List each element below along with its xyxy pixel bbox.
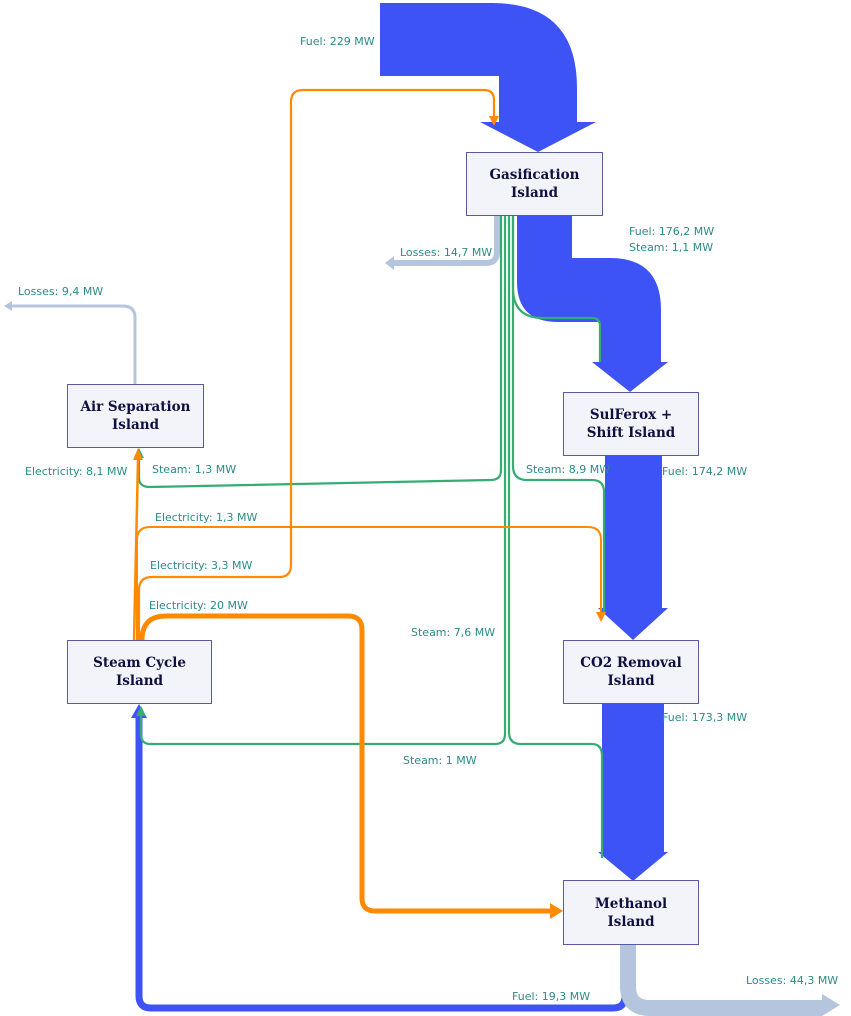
fuel-gasification-to-sulferox [517,216,668,392]
node-label: Air Separation Island [80,399,191,433]
loss-flows [4,216,840,1016]
fuel-methanol-to-steam-cycle [135,718,629,1012]
steam-to-steam-cycle [139,216,507,746]
label-asu-electricity: Electricity: 8,1 MW [25,465,128,478]
label-co2-fuel-out: Fuel: 173,3 MW [662,711,748,724]
label-gasification-losses: Losses: 14,7 MW [400,246,493,259]
steam-to-sulferox [511,216,602,362]
elec-gasification-arrowhead [489,116,499,126]
label-gasification-steam-out: Steam: 1,1 MW [629,241,714,254]
node-label: Gasification Island [489,167,580,201]
loss-air-separation-arrowhead [4,301,12,311]
fuel-co2-to-methanol [598,704,668,881]
node-air-separation-island: Air Separation Island [67,384,204,448]
label-fuel-return: Fuel: 19,3 MW [512,990,591,1003]
fuel-inflow-arrow [380,3,596,152]
steam-to-air-separation [137,216,503,489]
node-label: Steam Cycle Island [93,655,186,689]
node-steam-cycle-island: Steam Cycle Island [67,640,212,704]
label-elec-methanol: Electricity: 20 MW [149,599,248,612]
electricity-arrowheads [133,116,606,919]
label-asu-losses: Losses: 9,4 MW [18,285,104,298]
node-co2-removal-island: CO2 Removal Island [563,640,699,704]
steam-steam-cycle-arrowhead [136,706,146,716]
loss-gasification [394,216,500,266]
steam-to-methanol [507,216,604,858]
label-elec-gasification: Electricity: 3,3 MW [150,559,253,572]
label-sulferox-steam: Steam: 8,9 MW [526,463,611,476]
node-label: CO2 Removal Island [580,655,682,689]
label-sulferox-fuel-out: Fuel: 174,2 MW [662,465,748,478]
node-label: Methanol Island [594,895,668,930]
node-gasification-island: Gasification Island [466,152,603,216]
electricity-to-methanol [139,613,550,914]
electricity-to-gasification [137,88,496,640]
loss-air-separation [12,304,137,384]
loss-methanol-band [620,945,822,1016]
label-asu-steam: Steam: 1,3 MW [152,463,237,476]
steam-to-co2 [511,216,606,614]
elec-co2-arrowhead [596,612,606,622]
label-steam-methanol: Steam: 7,6 MW [411,626,496,639]
node-methanol-island: Methanol Island [563,880,699,945]
label-fuel-in: Fuel: 229 MW [300,35,375,48]
fuel-sulferox-to-co2 [598,456,668,640]
elec-methanol-arrowhead [550,903,563,919]
label-gasification-fuel-out: Fuel: 176,2 MW [629,225,715,238]
electricity-flows [132,88,602,914]
steam-flows [137,216,606,858]
label-elec-co2: Electricity: 1,3 MW [155,511,258,524]
label-steam-return: Steam: 1 MW [403,754,477,767]
label-methanol-losses: Losses: 44,3 MW [746,974,839,987]
node-label: SulFerox + Shift Island [586,407,676,441]
electricity-to-co2 [136,526,602,640]
elec-asu-arrowhead [133,448,143,460]
loss-gasification-arrowhead [385,256,394,270]
loss-methanol-arrowhead [822,994,840,1016]
node-sulferox-shift-island: SulFerox + Shift Island [563,392,699,456]
